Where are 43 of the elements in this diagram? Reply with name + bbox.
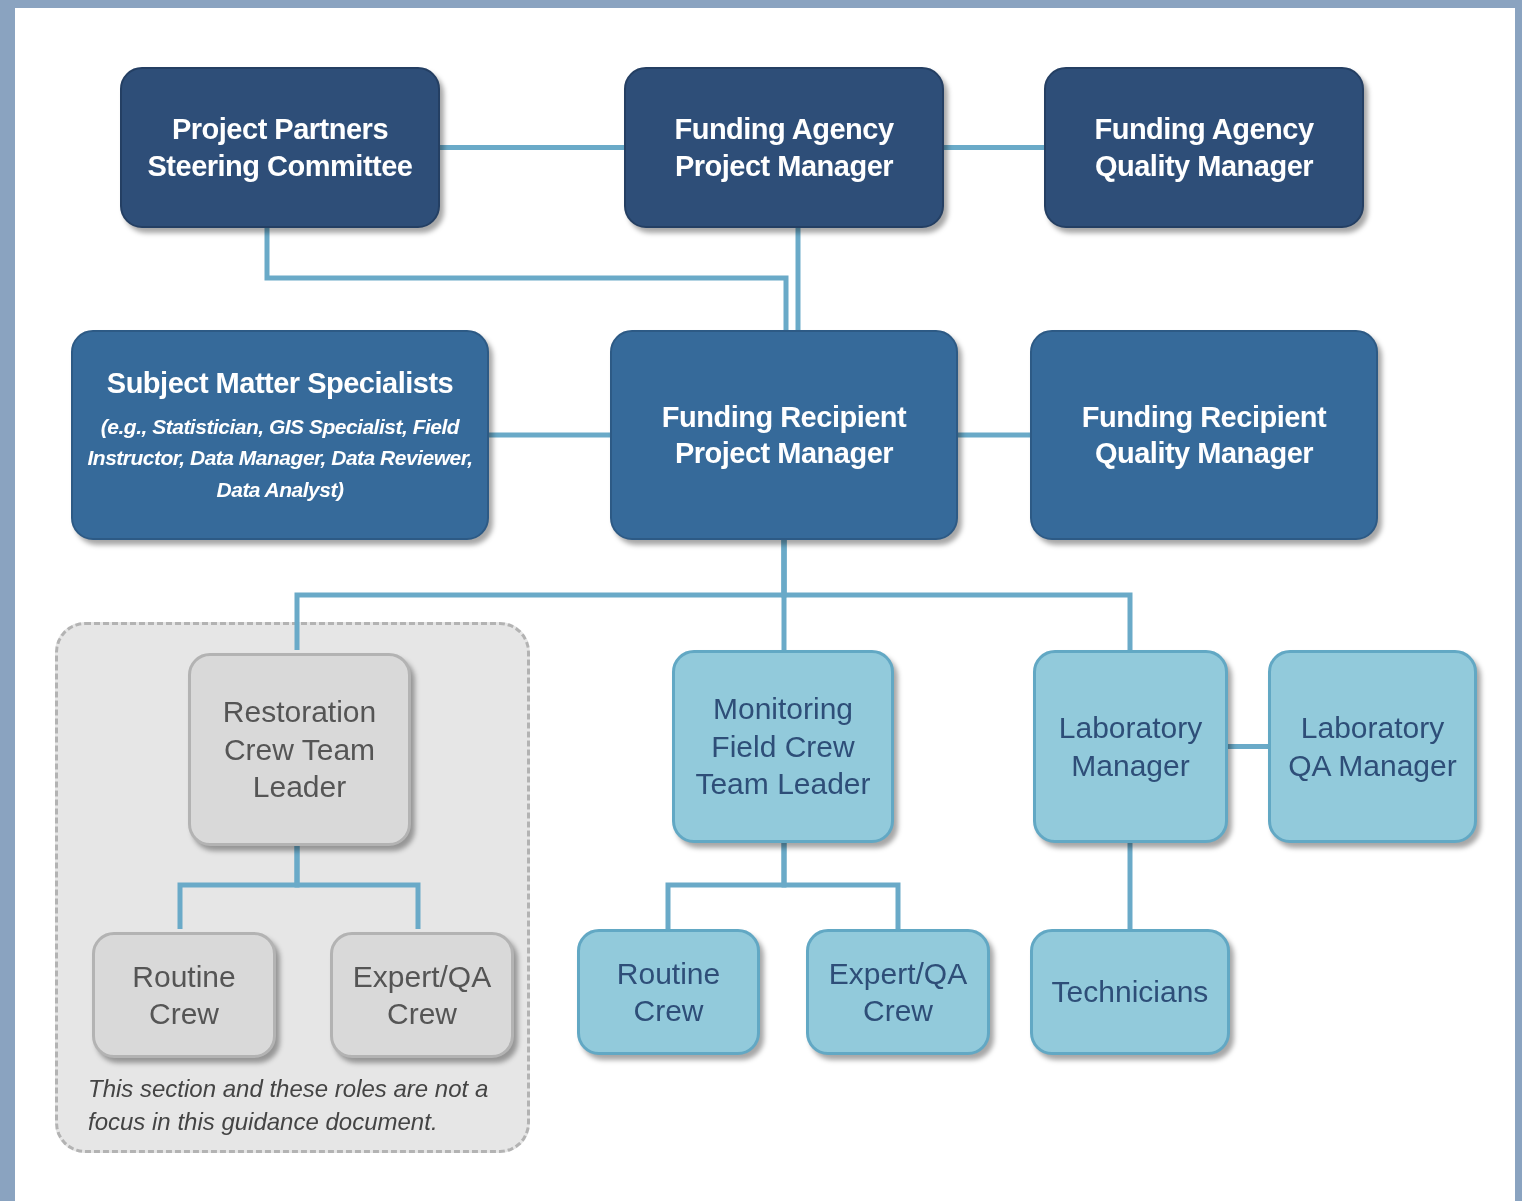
- role-box: [806, 929, 990, 1055]
- role-box: [610, 330, 958, 540]
- connector-line: [489, 432, 610, 438]
- role-box: [188, 653, 411, 846]
- role-examples: (e.g., Statistician, GIS Specialist, Field Instructor, Data Manager, Data Reviewer, Data Analyst): [86, 413, 474, 503]
- role-box: [672, 650, 894, 843]
- role-title: Expert/QA Crew: [351, 958, 493, 1032]
- role-title: Routine Crew: [131, 958, 237, 1032]
- role-title: Laboratory QA Manager: [1287, 710, 1458, 784]
- connector-line: [958, 432, 1030, 438]
- role-title: Project Partners Steering Committee: [146, 112, 414, 184]
- connector-line: [781, 540, 1133, 650]
- note-text: This section and these roles are not a focus in this guidance document.: [88, 1074, 490, 1137]
- role-box: [1268, 650, 1477, 843]
- role-box: [1033, 650, 1228, 843]
- connector-line: [264, 228, 789, 330]
- connector-line: [781, 843, 901, 929]
- connector-line: [1127, 843, 1133, 929]
- dashed-group-panel: [55, 622, 530, 1153]
- connector-line: [944, 145, 1044, 150]
- role-box: [624, 67, 944, 228]
- role-box: [1030, 929, 1230, 1055]
- role-box: [1044, 67, 1364, 228]
- role-title: Routine Crew: [615, 955, 722, 1029]
- connector-line: [1228, 744, 1268, 749]
- role-box: [71, 330, 489, 540]
- role-title: Funding Recipient Quality Manager: [1080, 399, 1328, 471]
- role-box: [120, 67, 440, 228]
- role-box: [92, 932, 276, 1058]
- role-title: Technicians: [1050, 974, 1210, 1011]
- role-title: Funding Agency Quality Manager: [1093, 112, 1315, 184]
- role-title: Subject Matter Specialists: [105, 365, 455, 401]
- role-title: Monitoring Field Crew Team Leader: [694, 691, 872, 803]
- connector-line: [440, 145, 624, 150]
- role-title: Funding Agency Project Manager: [673, 112, 895, 184]
- role-box: [577, 929, 760, 1055]
- role-title: Expert/QA Crew: [827, 955, 969, 1029]
- role-title: Restoration Crew Team Leader: [221, 694, 378, 806]
- role-box: [1030, 330, 1378, 540]
- connector-line: [795, 228, 801, 330]
- role-title: Funding Recipient Project Manager: [660, 399, 908, 471]
- role-title: Laboratory Manager: [1057, 710, 1204, 784]
- role-box: [330, 932, 514, 1058]
